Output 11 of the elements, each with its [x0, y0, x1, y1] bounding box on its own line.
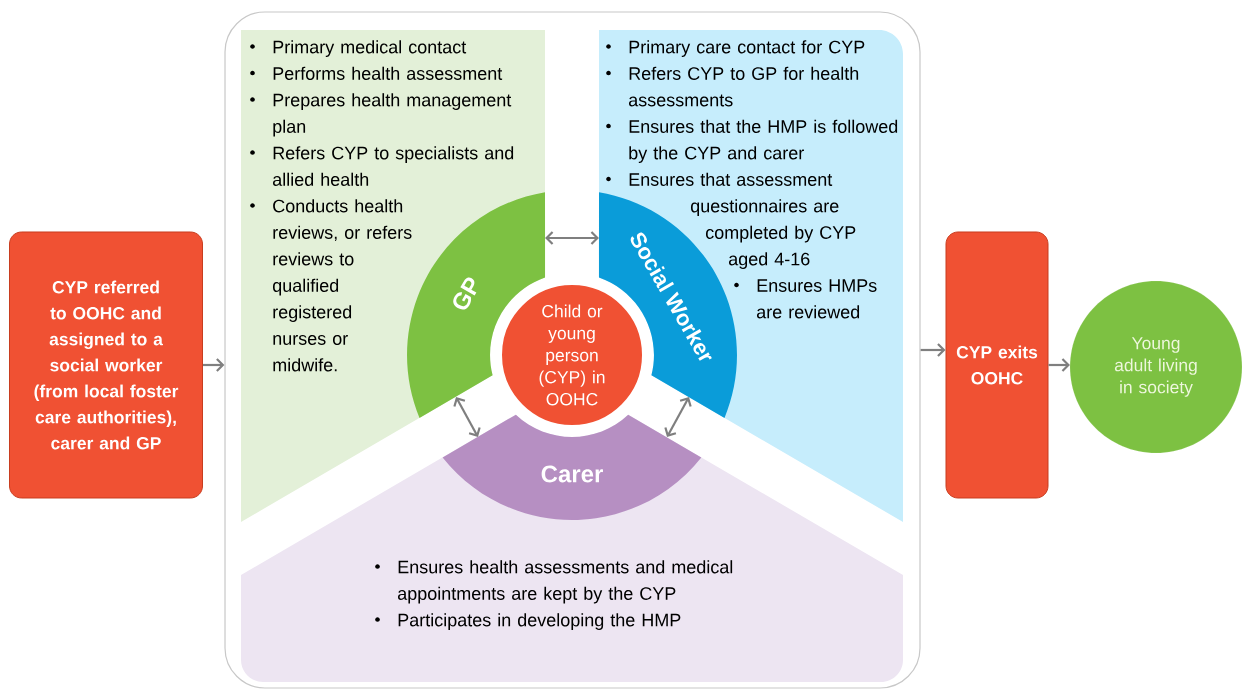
arrow [1048, 358, 1070, 372]
arrow [545, 231, 599, 245]
ring-sector: Carer [442, 414, 702, 520]
arrow [920, 343, 946, 357]
arrow [664, 397, 692, 437]
process-box: CYP exits OOHC [945, 231, 1049, 499]
circle-node: Young adult living in society [1069, 280, 1242, 454]
arrow [453, 397, 481, 437]
arrow [203, 358, 225, 372]
circle-node: Child or young person (CYP) in OOHC [498, 281, 646, 429]
process-box: CYP referred to OOHC and assigned to a social worker (from local foster care authorities), carer and GP [9, 231, 203, 499]
